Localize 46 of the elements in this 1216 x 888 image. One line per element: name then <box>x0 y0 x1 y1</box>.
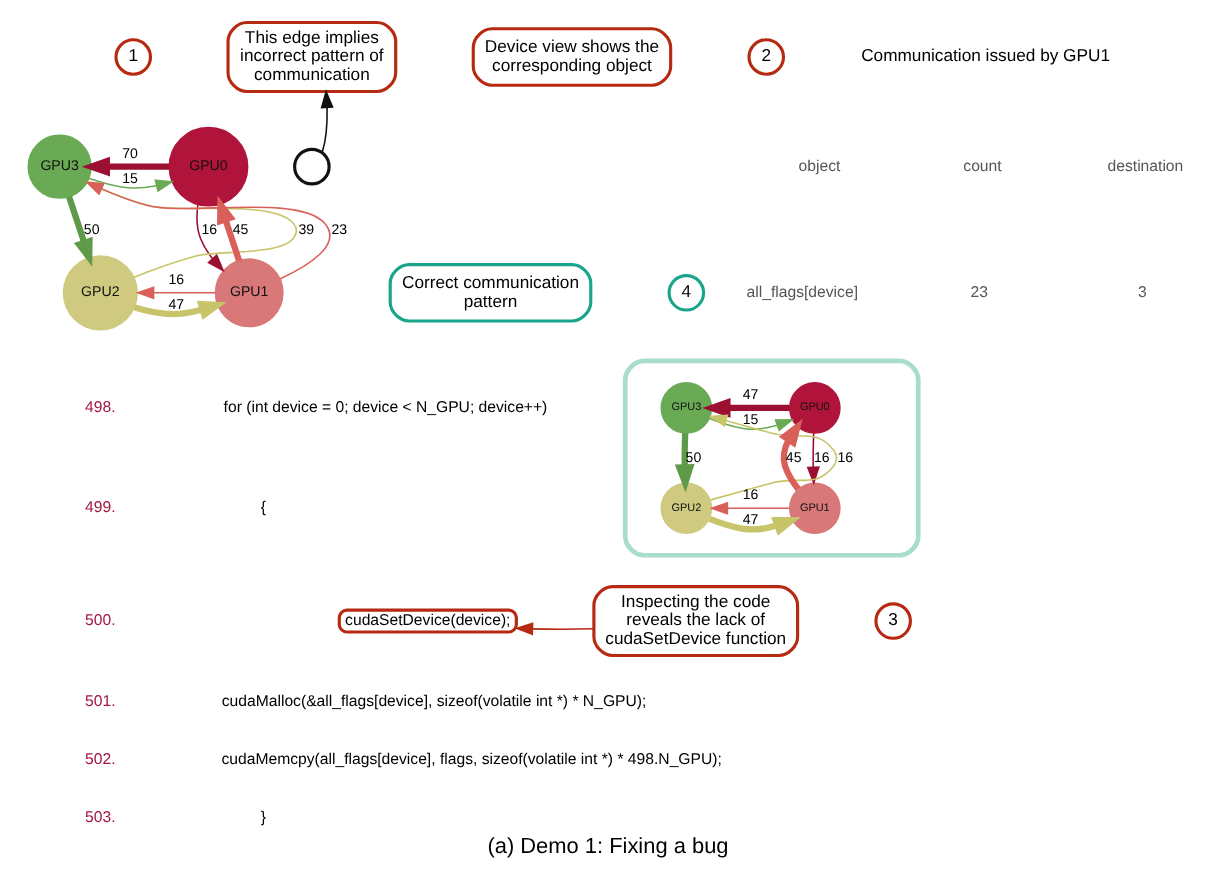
label: object <box>798 156 841 175</box>
label: } <box>260 808 266 827</box>
label: cudaMalloc(&all_flags[device], sizeof(volatile int *) * N_GPU); <box>221 692 647 711</box>
node-circle <box>293 147 331 186</box>
node-circle: 3 <box>874 602 912 640</box>
arrow <box>709 501 791 515</box>
node-box: This edge implies incorrect pattern of communication <box>226 20 398 94</box>
arrow <box>806 432 820 486</box>
label: 503. <box>85 808 116 827</box>
cluster <box>622 358 921 558</box>
label: destination <box>1107 156 1184 175</box>
arrow <box>778 418 803 491</box>
caption: (a) Demo 1: Fixing a bug <box>487 835 729 860</box>
label: 502. <box>85 750 116 769</box>
label: all_flags[device] <box>746 282 858 301</box>
label: for (int device = 0; device < N_GPU; device++) <box>223 397 548 416</box>
label: cudaMemcpy(all_flags[device], flags, sizeof(volatile int *) * 498.N_GPU); <box>221 750 722 769</box>
label: 501. <box>85 692 116 711</box>
arrow <box>87 177 175 193</box>
node-box: cudaSetDevice(device); <box>337 608 518 634</box>
arrow <box>702 398 790 418</box>
arrow <box>135 286 216 300</box>
arrow <box>133 300 227 320</box>
label: count <box>963 156 1002 175</box>
node-box: Device view shows the corresponding object <box>471 27 673 87</box>
label: { <box>260 498 266 517</box>
arrow <box>514 622 595 636</box>
node-circle: 1 <box>114 38 153 76</box>
label: 498. <box>85 397 116 416</box>
label: 3 <box>1137 282 1147 301</box>
node-circle: 4 <box>667 274 706 312</box>
label: 500. <box>85 610 116 629</box>
arrow <box>196 204 225 273</box>
arrow <box>708 515 802 536</box>
label: 499. <box>85 498 116 517</box>
label: 23 <box>970 282 989 301</box>
node-box: Correct communication pattern <box>388 263 593 323</box>
node-circle: 2 <box>747 38 786 76</box>
arrow <box>216 195 243 262</box>
label: Communication issued by GPU1 <box>861 45 1111 66</box>
arrow <box>708 417 795 432</box>
arrow <box>320 89 334 154</box>
node-box: Inspecting the code reveals the lack of cudaSetDevice function <box>592 585 800 658</box>
arrow <box>66 195 93 267</box>
arrow <box>708 414 838 501</box>
arrow <box>81 156 169 177</box>
